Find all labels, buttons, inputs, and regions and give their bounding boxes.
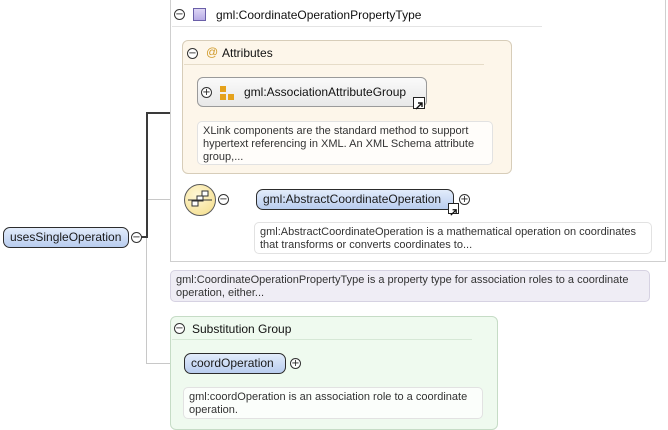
attribute-group-icon — [220, 86, 234, 100]
complex-type-doc: gml:CoordinateOperationPropertyType is a… — [170, 270, 650, 302]
substitution-title-underline — [172, 339, 472, 340]
complex-type-icon — [193, 8, 206, 21]
connector-to-sequence — [148, 199, 184, 200]
substitution-group-title: Substitution Group — [192, 322, 292, 336]
attributes-title: Attributes — [222, 46, 273, 60]
coord-operation-expand-icon[interactable]: + — [290, 358, 301, 369]
attribute-group-doc: XLink components are the standard method… — [197, 121, 493, 165]
attributes-collapse-icon[interactable]: − — [187, 48, 198, 59]
complex-type-title: gml:CoordinateOperationPropertyType — [216, 8, 422, 22]
connector-to-substitution — [146, 363, 184, 364]
attribute-group-node[interactable] — [197, 77, 427, 107]
abstract-operation-link-icon[interactable] — [448, 203, 459, 216]
substitution-collapse-icon[interactable]: − — [174, 323, 185, 334]
type-title-underline — [172, 26, 542, 27]
abstract-operation-doc: gml:AbstractCoordinateOperation is a mat… — [254, 222, 652, 254]
connector-root-v — [146, 112, 148, 238]
coord-operation-doc: gml:coordOperation is an association rol… — [183, 387, 483, 419]
abstract-operation-element[interactable]: gml:AbstractCoordinateOperation — [256, 189, 454, 210]
root-element-label: usesSingleOperation — [10, 230, 122, 244]
attribute-group-label: gml:AssociationAttributeGroup — [244, 85, 407, 99]
attribute-at-icon: @ — [206, 45, 219, 59]
coord-operation-label: coordOperation — [191, 356, 274, 370]
attribute-group-expand-icon[interactable]: + — [201, 87, 212, 98]
root-element[interactable]: usesSingleOperation — [3, 227, 129, 248]
attributes-title-underline — [184, 64, 484, 65]
abstract-operation-label: gml:AbstractCoordinateOperation — [263, 192, 442, 206]
sequence-compositor-icon[interactable] — [184, 184, 216, 216]
abstract-operation-expand-icon[interactable]: + — [459, 194, 470, 205]
coord-operation-element[interactable]: coordOperation — [184, 353, 286, 374]
connector-subst-v — [146, 238, 147, 364]
type-collapse-icon[interactable]: − — [174, 9, 185, 20]
connector-root-h — [140, 236, 148, 238]
attribute-group-link-icon[interactable] — [413, 97, 425, 110]
sequence-collapse-icon[interactable]: − — [218, 194, 229, 205]
root-collapse-icon[interactable]: − — [131, 232, 142, 243]
